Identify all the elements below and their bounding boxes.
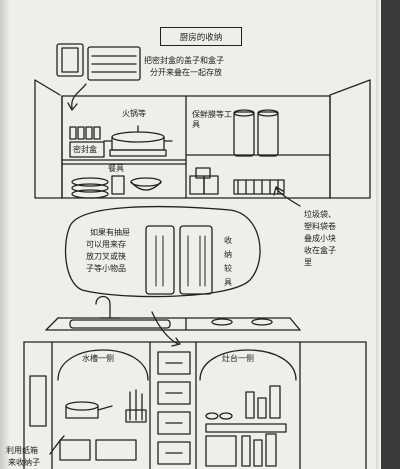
drawer-bubble	[64, 205, 261, 298]
garbage-note-5: 里	[304, 258, 312, 267]
arrow-icon	[71, 83, 87, 109]
garbage-note-4: 收在盒子	[304, 246, 336, 255]
drawer-tip-1: 如果有抽屉	[90, 228, 130, 237]
garbage-note-2: 塑料袋卷	[304, 222, 336, 231]
spine-shadow	[0, 0, 10, 469]
upper-cabinet	[34, 79, 371, 199]
dishes-label: 餐具	[108, 164, 124, 173]
lid-note-line2: 分开来叠在一起存放	[150, 68, 222, 77]
cookware-icon	[29, 375, 147, 461]
side-char-2: 纳	[224, 250, 232, 259]
drawer-tip-4: 子等小物品	[86, 264, 126, 273]
boxes-icon	[189, 167, 285, 195]
sealed-box-icon	[56, 43, 141, 81]
bottles-icon	[205, 385, 287, 467]
lower-cabinet	[23, 341, 367, 469]
book-page	[0, 0, 376, 469]
garbage-note-1: 垃圾袋、	[304, 210, 336, 219]
pot-icon	[103, 125, 173, 157]
dishes-icon	[71, 175, 162, 199]
sink-side-label: 水槽一侧	[82, 354, 114, 363]
side-char-4: 具	[224, 278, 232, 287]
side-char-3: 较	[224, 264, 232, 273]
cups-icon	[69, 126, 101, 140]
lid-note-line1: 把密封盒的盖子和盒子	[144, 56, 224, 65]
garbage-note-3: 叠成小块	[304, 234, 336, 243]
bottom-note-2: 来收纳子	[8, 458, 40, 467]
drawer-tip-2: 可以用来存	[86, 240, 126, 249]
pots-label: 火锅等	[122, 109, 146, 118]
side-char-1: 收	[224, 236, 232, 245]
sealed-box-label: 密封盒	[73, 145, 97, 154]
stove-side-label: 灶台一侧	[222, 354, 254, 363]
drawer-tip-3: 放刀叉或筷	[86, 252, 126, 261]
wraps-label: 保鲜膜等工具	[192, 110, 232, 129]
bottom-note-1: 利用纸箱	[6, 446, 38, 455]
utensils-icon	[155, 235, 206, 287]
page-edge	[376, 0, 381, 469]
page-title: 厨房的收纳	[160, 27, 242, 46]
counter	[45, 295, 301, 331]
wrap-roll-icon	[233, 109, 279, 157]
